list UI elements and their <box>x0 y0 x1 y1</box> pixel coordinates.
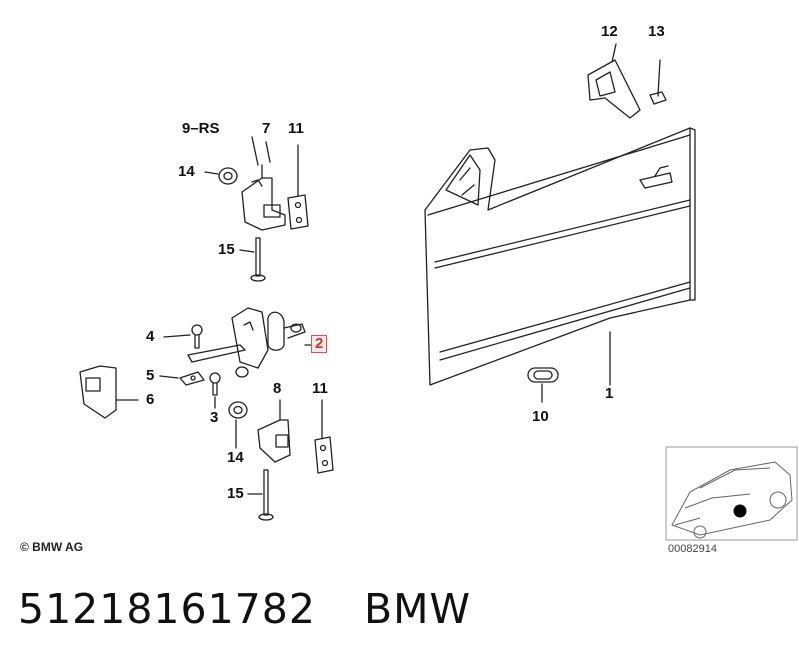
callout-15-upper[interactable]: 15 <box>218 241 235 258</box>
upper-nut-part-14 <box>204 167 238 185</box>
door-panel-part <box>424 127 696 386</box>
lower-hinge-part-8 <box>257 399 291 463</box>
inset-diagram-code: 00082914 <box>668 543 717 555</box>
upper-bolt-part-15 <box>239 237 266 282</box>
upper-hinge-part-7 <box>241 164 286 231</box>
callout-11-upper[interactable]: 11 <box>288 120 304 137</box>
callout-9-suffix: –RS <box>190 120 220 137</box>
door-check-part-2 <box>187 307 313 369</box>
car-location-inset <box>665 446 798 541</box>
callout-13[interactable]: 13 <box>648 23 665 40</box>
callout-11-lower[interactable]: 11 <box>312 380 328 397</box>
copyright-notice: © BMW AG <box>20 540 84 554</box>
callout-1[interactable]: 1 <box>605 385 614 402</box>
parts-diagram <box>79 43 798 541</box>
part-number-caption: 51218161782 BMW <box>18 585 471 633</box>
callout-3[interactable]: 3 <box>210 409 219 426</box>
callout-10[interactable]: 10 <box>532 408 549 425</box>
arm-screw <box>235 366 249 378</box>
callout-7[interactable]: 7 <box>262 120 271 137</box>
bracket-part-12 <box>587 43 641 119</box>
callout-6[interactable]: 6 <box>146 391 155 408</box>
clip-part-5 <box>159 371 205 386</box>
upper-plate-part-11 <box>287 144 309 230</box>
bolt-part-4 <box>163 324 203 349</box>
callout-14-upper[interactable]: 14 <box>178 163 195 180</box>
callout-8[interactable]: 8 <box>273 380 282 397</box>
callout-12[interactable]: 12 <box>601 23 618 40</box>
callout-4[interactable]: 4 <box>146 328 155 345</box>
lower-nut-part-14 <box>228 401 248 449</box>
callout-14-lower[interactable]: 14 <box>227 449 244 466</box>
callout-2-highlighted[interactable]: 2 <box>311 335 328 353</box>
screw-part-13 <box>649 59 667 105</box>
callout-9[interactable]: 9–RS <box>182 121 220 137</box>
lower-plate-part-11 <box>314 399 334 474</box>
lower-bolt-part-15 <box>247 469 274 521</box>
brand-name: BMW <box>363 585 471 633</box>
buffer-part-6 <box>79 365 139 419</box>
callout-9-number: 9 <box>182 120 191 137</box>
grommet-part-10 <box>527 367 559 383</box>
screw-part-3 <box>209 372 221 409</box>
callout-5[interactable]: 5 <box>146 367 155 384</box>
part-number: 51218161782 <box>18 585 316 633</box>
callout-15-lower[interactable]: 15 <box>227 485 244 502</box>
